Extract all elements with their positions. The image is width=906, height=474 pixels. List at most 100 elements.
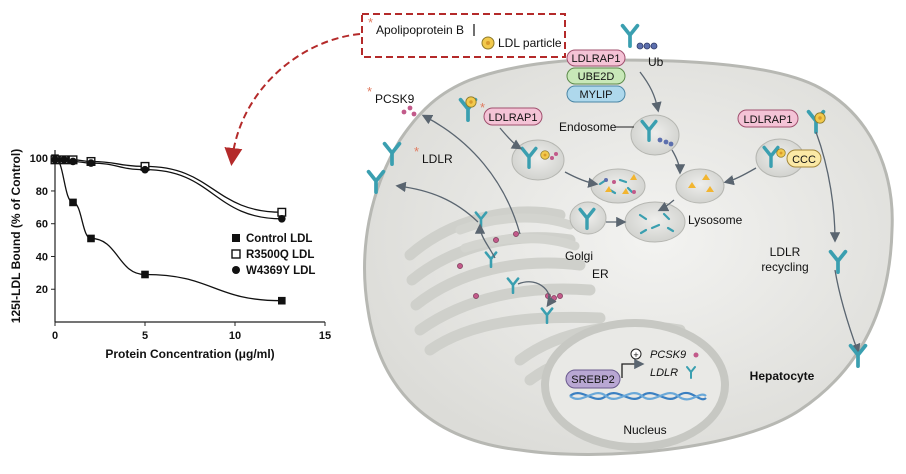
- pcsk9-label: PCSK9: [375, 92, 415, 106]
- left-vesicle: [511, 139, 565, 181]
- legend-marker: [232, 234, 240, 242]
- transcription-arrow: [621, 358, 645, 378]
- chart-legend: Control LDL R3500Q LDL W4369Y LDL: [231, 233, 315, 277]
- x-tick-label: 15: [319, 330, 331, 342]
- ubiquitin-chain: [636, 42, 658, 50]
- ccc-label: CCC: [792, 154, 816, 166]
- x-tick-label: 0: [52, 330, 58, 342]
- activation-circle: [630, 348, 642, 360]
- ube2d-label: UBE2D: [578, 71, 615, 83]
- right-ldl-particle-icon: [814, 112, 826, 124]
- legend-box: [361, 13, 566, 58]
- gene-ldlr-label: LDLR: [650, 367, 678, 379]
- left-vesicle-pcsk9: [550, 152, 558, 160]
- legend-label: W4369Y LDL: [246, 265, 315, 277]
- srebp2-pill: [565, 369, 621, 389]
- y-axis-label: 125I-LDL Bound (% of Control): [9, 149, 23, 323]
- activation-plus: +: [633, 350, 638, 360]
- callout-arrow: [224, 33, 361, 166]
- mylip-pill: [566, 85, 626, 103]
- left-star: *: [480, 100, 485, 115]
- lysosome-label: Lysosome: [688, 213, 743, 227]
- ldlrap1-right-label: LDLRAP1: [744, 114, 793, 126]
- pathway-arrows: [395, 114, 861, 355]
- ldlrap1-right-pill: [737, 109, 799, 128]
- series-line-1: [55, 159, 282, 213]
- endosome-ubiquitin: [657, 137, 674, 147]
- mylip-label: MYLIP: [579, 89, 612, 101]
- y-tick-label: 60: [36, 219, 48, 231]
- ub-label: Ub: [648, 55, 664, 69]
- ldl-particle-label: LDL particle: [498, 36, 562, 50]
- srebp2-label: SREBP2: [571, 374, 614, 386]
- apolipoprotein-b-label: Apolipoprotein B: [376, 23, 464, 37]
- pcsk9-particles: [401, 105, 417, 117]
- series-0-point: [141, 270, 149, 279]
- series-0-point: [278, 296, 286, 305]
- nucleus: [541, 319, 729, 451]
- series-2-point: [60, 156, 68, 164]
- series-2-point: [141, 165, 149, 174]
- nucleus-label: Nucleus: [623, 423, 666, 437]
- y-tick-label: 20: [36, 284, 48, 296]
- ldl-binding-chart: 0 5 10 15 20 40 60 80 100 Protein Concentration…: [9, 149, 331, 361]
- lysosome-contents: [638, 212, 675, 235]
- ldl-particle-icon: [481, 36, 495, 50]
- ube2d-pill: [566, 67, 626, 85]
- series-2-point: [69, 157, 77, 166]
- gene-pcsk9-dot: [693, 352, 699, 358]
- ub-arrow: [639, 71, 662, 113]
- left-vesicle-ldl-icon: [540, 150, 550, 160]
- left-ldl-particle-icon: [465, 96, 477, 108]
- x-ticks: 0 5 10 15: [52, 322, 331, 342]
- ldlrap1-left-pill: [483, 107, 543, 126]
- legend-marker: [231, 249, 241, 259]
- dna-strand-b: [569, 392, 707, 401]
- hepatocyte-label: Hepatocyte: [750, 369, 815, 383]
- series-2-point: [87, 159, 95, 167]
- series-line-0: [54, 157, 282, 302]
- y-tick-label: 100: [30, 153, 48, 165]
- series-2-point: [278, 215, 286, 223]
- right-vesicle-ldl-icon: [776, 148, 786, 158]
- central-vesicle-contents: [598, 174, 637, 195]
- golgi-stack: [455, 213, 580, 253]
- y-tick-label: 80: [36, 186, 48, 198]
- y-tick-label: 40: [36, 251, 48, 263]
- x-axis-label: Protein Concentration (μg/ml): [105, 347, 274, 361]
- ldlrap1-top-pill: [566, 49, 626, 67]
- ub-receptor-icon: [620, 23, 640, 48]
- degraded-ldl-vesicle: [675, 168, 725, 204]
- lysosome: [624, 201, 686, 243]
- series-1-point: [277, 207, 287, 217]
- legend-label: R3500Q LDL: [246, 249, 314, 261]
- series-2-point: [51, 156, 59, 164]
- y-ticks: 20 40 60 80 100: [30, 153, 55, 296]
- pcsk9-star: *: [367, 84, 372, 99]
- legend-label: Control LDL: [246, 233, 312, 245]
- ccc-pill: [786, 149, 822, 168]
- legend-marker: [232, 266, 240, 274]
- series-0-point: [87, 234, 95, 243]
- particle-legend-callout: * Apolipoprotein B LDL particle: [224, 13, 566, 166]
- series-layer: [50, 154, 287, 305]
- ldlrap1-left-label: LDLRAP1: [489, 112, 538, 124]
- golgi-label: Golgi: [565, 249, 593, 263]
- x-tick-label: 10: [229, 330, 241, 342]
- ldlr-recycling-label-2: recycling: [761, 260, 808, 274]
- degraded-ldl-fragments: [688, 174, 714, 192]
- series-0-point: [69, 198, 77, 207]
- ldlrap1-top-label: LDLRAP1: [572, 53, 621, 65]
- gene-pcsk9-label: PCSK9: [650, 349, 686, 361]
- endosome-label: Endosome: [559, 120, 617, 134]
- ldlr-recycling-label-1: LDLR: [770, 245, 801, 259]
- er-label: ER: [592, 267, 609, 281]
- apo-star: *: [368, 15, 373, 30]
- hepatocyte-diagram: SREBP2 + PCSK9 LDLR Nucleus Ub LDLRAP1 U…: [363, 23, 894, 456]
- ldlr-star: *: [414, 144, 419, 159]
- x-tick-label: 5: [142, 330, 148, 342]
- central-vesicle: [590, 168, 646, 204]
- ldlr-label: LDLR: [422, 152, 453, 166]
